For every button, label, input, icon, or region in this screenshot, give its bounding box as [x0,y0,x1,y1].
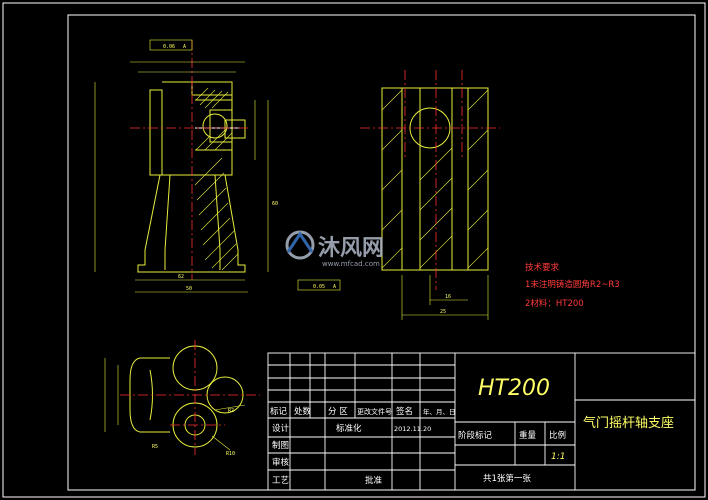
tb-row-approve: 批准 [365,475,383,486]
part-name: 气门摇杆轴支座 [583,415,674,431]
watermark-url: www.mfcad.com [322,260,380,268]
tb-row-review: 审核 [272,457,290,468]
dim-flatness-datum: A [333,284,336,290]
side-view-dimensions [401,275,489,320]
dim-side-25: 25 [440,309,446,315]
watermark: 沐风网 www.mfcad.com [285,230,384,268]
front-view-centerlines [130,40,250,280]
side-view-hatch [381,89,489,269]
title-block [267,352,696,491]
top-view-centerlines [120,340,260,455]
watermark-brand: 沐风网 [318,236,384,261]
tb-row-process: 工艺 [272,476,289,486]
tb-sheets: 共1张第一张 [483,473,531,484]
dim-top-r5: R5 [152,444,158,450]
dim-top-r2: R2 [228,408,234,414]
tb-scale-value: 1:1 [551,452,565,462]
top-view-dimensions [104,358,246,451]
dim-width-50: 50 [186,286,192,292]
front-view-dimensions [94,39,341,293]
material-label: HT200 [478,376,550,401]
tb-col-count: 处数 [294,406,312,417]
side-view-centerlines [360,70,500,290]
tb-scale: 比例 [549,430,566,441]
dim-side-16: 16 [445,294,451,300]
tb-row-design: 设计 [272,423,290,434]
dim-top-r10: R10 [226,451,235,457]
tb-col-change-doc: 更改文件号 [357,407,392,416]
tech-notes-line1: 1未注明铸造圆角R2~R3 [525,279,620,290]
tb-row-drawing: 制图 [272,440,289,451]
top-view [129,345,244,448]
front-view-hatch [194,87,239,271]
dim-top-datum: A [183,44,186,50]
dim-width-62: 62 [178,274,184,280]
tb-col-zone: 分 区 [328,407,348,417]
tb-col-date: 年、月、日 [423,407,456,416]
tb-stage-mark: 阶段标记 [458,430,493,441]
mfcad-logo-icon [285,230,315,260]
dim-height-60: 60 [272,201,278,207]
tb-col-sign: 签名 [396,406,413,417]
front-view [137,81,246,273]
tech-notes-title: 技术要求 [525,262,560,273]
side-view [381,87,489,271]
dim-flatness: 0.05 [313,284,325,290]
tb-row-standard: 标准化 [336,423,362,434]
tb-col-mark: 标记 [270,406,288,417]
tb-weight: 重量 [519,430,537,441]
dim-top-tolerance: 0.06 [163,44,175,50]
tb-design-date: 2012.11.20 [394,425,431,433]
tech-notes-line2: 2材料：HT200 [525,298,584,309]
